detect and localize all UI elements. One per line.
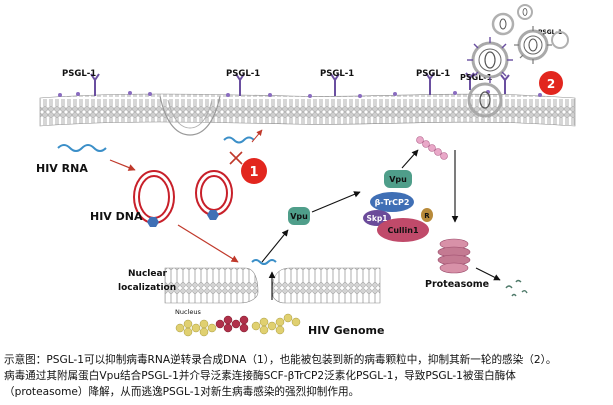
psgl1-mechanism-diagram: PSGL-1 PSGL-1 PSGL-1 PSGL-1 PSGL-1 PSGL-… [36,4,576,337]
hiv-rna-strand [57,144,107,152]
hiv-dna-label: HIV DNA [90,210,143,223]
vpu-complex-label: Vpu [389,175,407,184]
plasma-membrane [39,93,576,136]
psgl1-receptors [58,72,542,98]
integrase-hexagon-1 [147,217,159,227]
blocked-arrow [251,129,263,143]
nuclear-envelope [164,267,381,304]
rna-near-membrane [223,136,255,144]
proteasome [437,238,471,274]
r-unit-label: R [424,212,430,220]
virus-particles [467,4,569,118]
cullin1-label: Cullin1 [387,226,418,235]
hiv-genome-chromatin [175,313,301,337]
nucleus-label: Nucleus [175,308,201,316]
btrcp2-label: β-TrCP2 [375,198,410,207]
caption-line-1: 示意图：PSGL-1可以抑制病毒RNA逆转录合成DNA（1），也能被包装到新的病… [4,354,557,366]
step-badge-2-text: 2 [547,77,555,91]
psgl1-label-3: PSGL-1 [320,69,354,79]
scf-btrcp2-complex: Vpu β-TrCP2 Skp1 Cullin1 R [363,170,433,242]
hiv-rna-label: HIV RNA [36,162,88,175]
psgl1-label-virus: PSGL-1 [538,29,562,36]
caption-line-2: 病毒通过其附属蛋白Vpu结合PSGL-1并介导泛素连接酶SCF-βTrCP2泛素… [4,370,516,382]
nuclear-localization-label-2: localization [118,283,176,293]
psgl1-label-5: PSGL-1 [460,73,493,82]
complex-to-psgl1-arrow [401,149,419,169]
dna-to-nucleus-arrow [177,224,239,263]
proteasome-label: Proteasome [425,279,489,290]
step-badge-1: 1 [241,158,267,184]
inhibition-cross [229,151,243,165]
nucleus-to-vpu-arrow [261,229,289,263]
hiv-genome-label: HIV Genome [308,324,384,337]
vpu-label: Vpu [290,212,308,221]
rna-exported [251,259,277,265]
vpu-to-complex-arrow [311,191,361,213]
caption-line-3: （proteasome）降解，从而逃逸PSGL-1对新生病毒感染的强烈抑制作用。 [4,386,360,398]
integrase-hexagon-2 [207,210,219,220]
step-badge-1-text: 1 [249,165,258,180]
vpu-protein: Vpu [288,207,310,225]
skp1-label: Skp1 [367,214,388,223]
nuclear-localization-label-1: Nuclear [128,269,168,279]
degraded-peptides [505,279,528,297]
step-badge-2: 2 [539,71,563,95]
psgl1-label-2: PSGL-1 [226,69,260,79]
figure-caption: 示意图：PSGL-1可以抑制病毒RNA逆转录合成DNA（1），也能被包装到新的病… [4,352,609,400]
proteasome-to-peptides-arrow [475,267,501,281]
rna-to-dna-arrow [109,159,136,171]
ubiquitin-chain [416,136,448,160]
psgl1-label-1: PSGL-1 [62,69,96,79]
psgl1-label-4: PSGL-1 [416,69,450,79]
